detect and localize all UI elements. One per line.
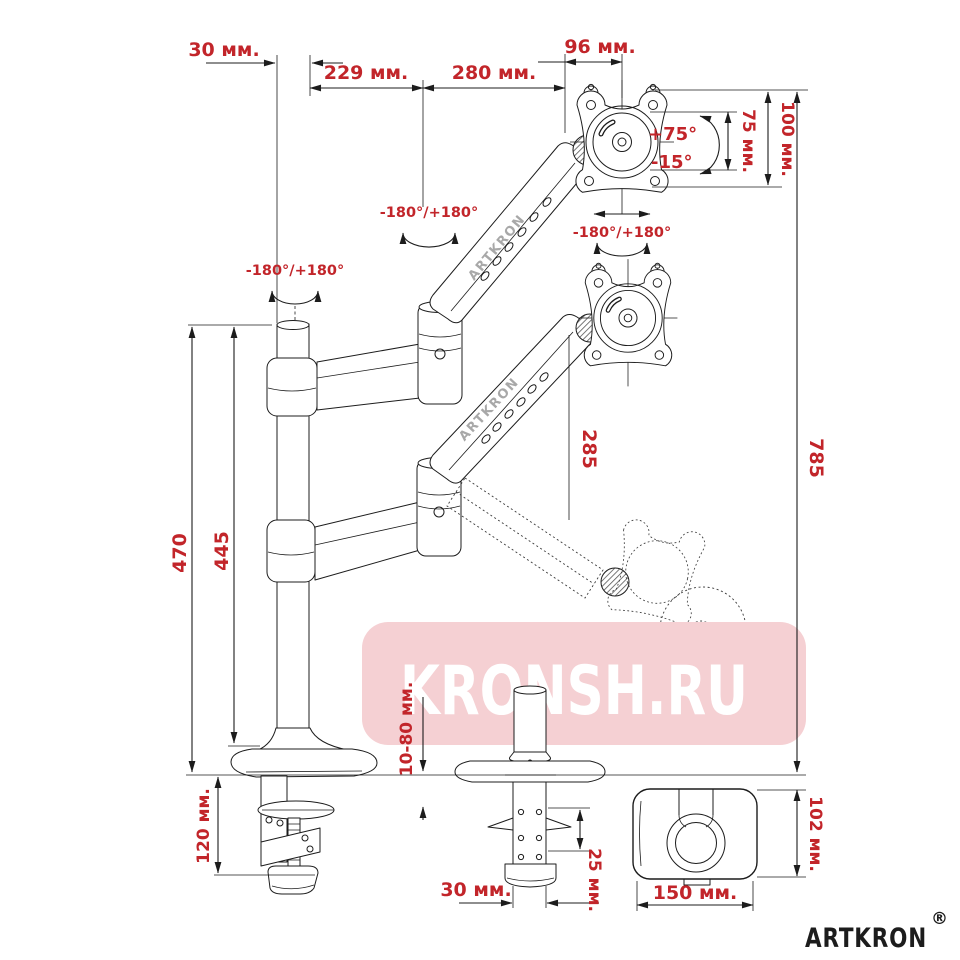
grommet-shaft — [512, 781, 547, 865]
brand-registered-mark: ® — [931, 909, 948, 929]
base-plate — [230, 748, 378, 778]
arm-vents-lower — [481, 372, 549, 444]
dimension-lines — [186, 54, 808, 911]
label-pole-exposed: 445 — [211, 531, 233, 571]
label-grommet-diameter: 30 мм. — [440, 879, 511, 901]
grommet-base-plate — [454, 760, 606, 783]
label-pole-height: 470 — [169, 533, 191, 573]
label-tilt-down: -15° — [651, 152, 693, 173]
link-lower — [314, 501, 421, 581]
clamp-bracket — [260, 827, 321, 867]
vesa-plate-upper — [570, 80, 674, 214]
clamp-knob — [267, 865, 319, 895]
label-grommet-step: 25 мм. — [584, 848, 604, 912]
lower-arm-assembly: ARTKRON — [266, 305, 615, 583]
label-arm-section: 285 — [578, 429, 600, 469]
desk-clamp — [257, 775, 335, 895]
dimension-labels: 30 мм. 229 мм. 280 мм. 96 мм. +75° -15° … — [169, 36, 827, 912]
label-clamp-depth: 120 мм. — [194, 788, 214, 864]
label-vesa-pattern: 75 мм. — [738, 109, 758, 173]
label-base-depth: 102 мм. — [805, 796, 825, 872]
watermark-text: KRONSH.RU — [400, 652, 748, 731]
arm-vents-upper — [480, 197, 552, 281]
label-swivel-head: -180°/+180° — [573, 225, 672, 241]
label-arm-reach: 280 мм. — [452, 62, 537, 84]
watermark-background — [362, 622, 806, 745]
tilt-arc — [699, 115, 720, 175]
swivel-arc-elbow — [399, 232, 459, 248]
label-pole-top-offset: 30 мм. — [188, 39, 259, 61]
arm-line-art: ARTKRON — [230, 80, 747, 895]
vesa-plate-lower — [579, 259, 678, 386]
pole-base-dome — [257, 727, 349, 751]
watermark: KRONSH.RU — [362, 622, 806, 745]
label-desk-thickness: 10-80 мм. — [397, 682, 417, 777]
grommet-wing-right — [545, 817, 572, 831]
label-swivel-elbow: -180°/+180° — [380, 205, 479, 221]
label-base-width: 150 мм. — [653, 882, 738, 904]
base-top-view — [632, 788, 758, 886]
phantom-pivot — [600, 567, 630, 597]
link-upper — [316, 343, 421, 411]
label-swivel-pole: -180°/+180° — [246, 263, 345, 279]
grommet-foot — [504, 863, 557, 888]
brand-logo: ARTKRON ® — [805, 909, 948, 954]
label-overall-height: 785 — [805, 438, 827, 478]
swivel-arc-pole — [268, 290, 322, 305]
label-vesa-width: 96 мм. — [564, 36, 635, 58]
label-plate-height: 100 мм. — [777, 101, 797, 177]
pole-hub-upper — [266, 357, 318, 417]
label-tilt-up: +75° — [648, 124, 697, 145]
brand-logo-text: ARTKRON — [805, 923, 927, 954]
pole-hub-lower — [266, 519, 316, 583]
upper-arm-assembly: ARTKRON — [266, 127, 615, 417]
swivel-arc-head — [593, 242, 651, 257]
label-link-reach: 229 мм. — [324, 62, 409, 84]
grommet-wing-left — [487, 817, 514, 831]
